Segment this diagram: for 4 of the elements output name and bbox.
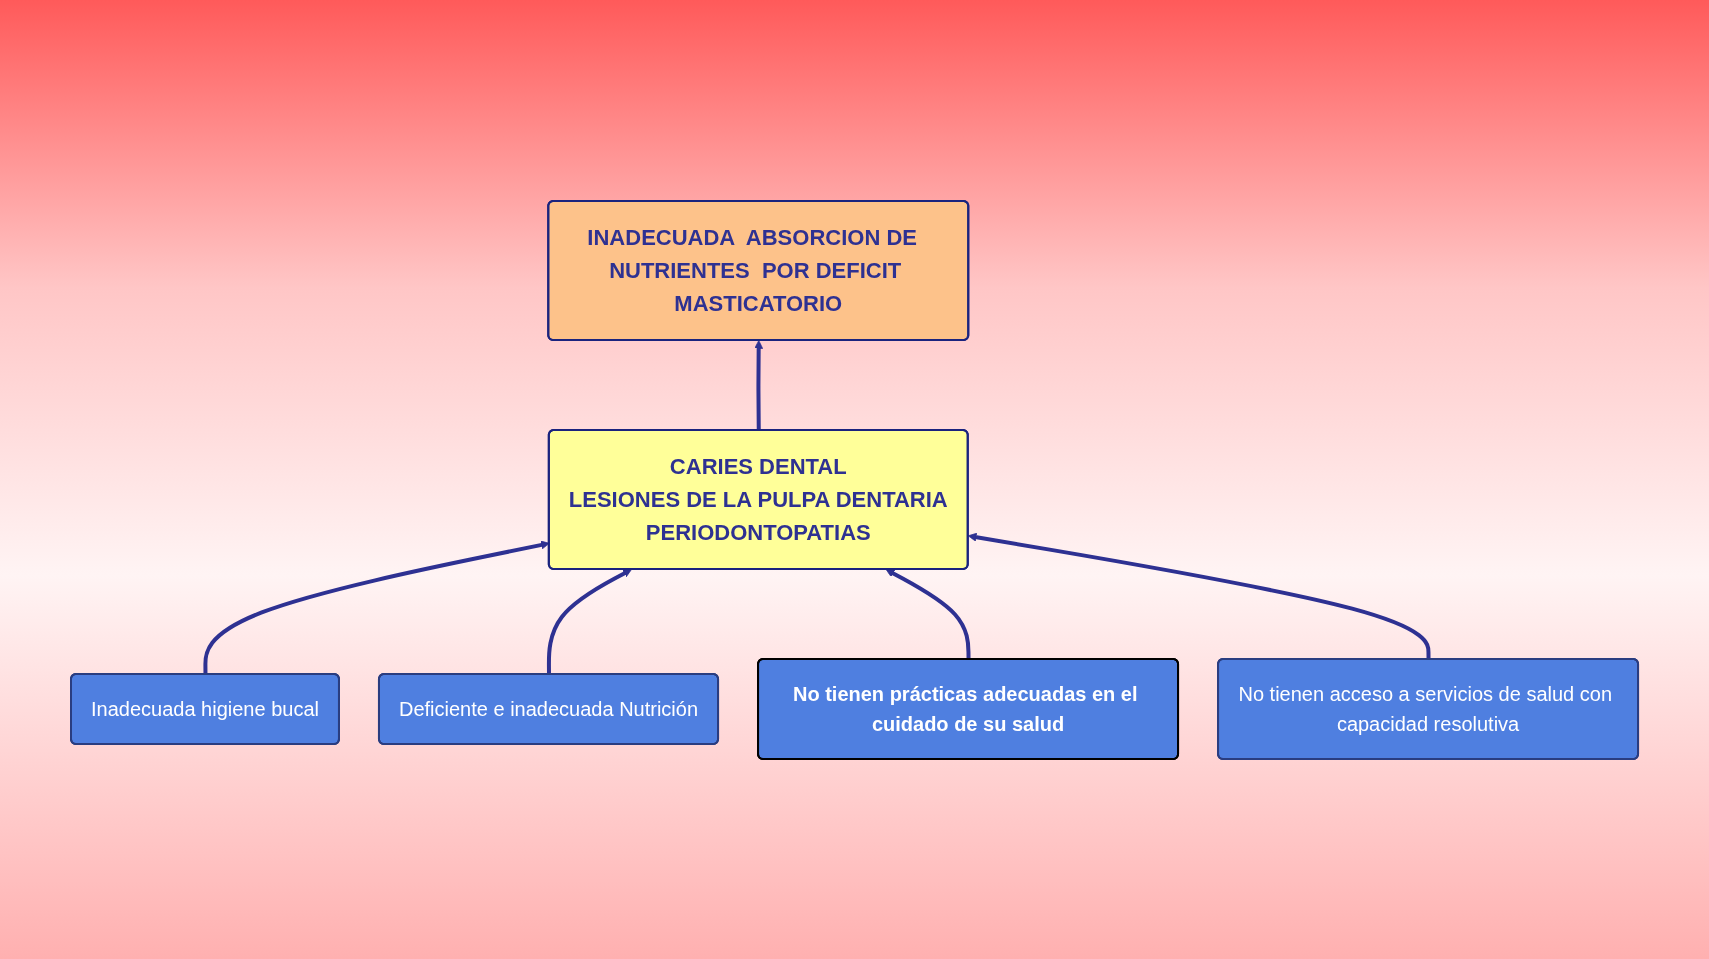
- arrow: [967, 532, 1431, 660]
- arrow: [754, 339, 764, 431]
- arrow: [885, 568, 971, 660]
- arrow: [546, 568, 632, 675]
